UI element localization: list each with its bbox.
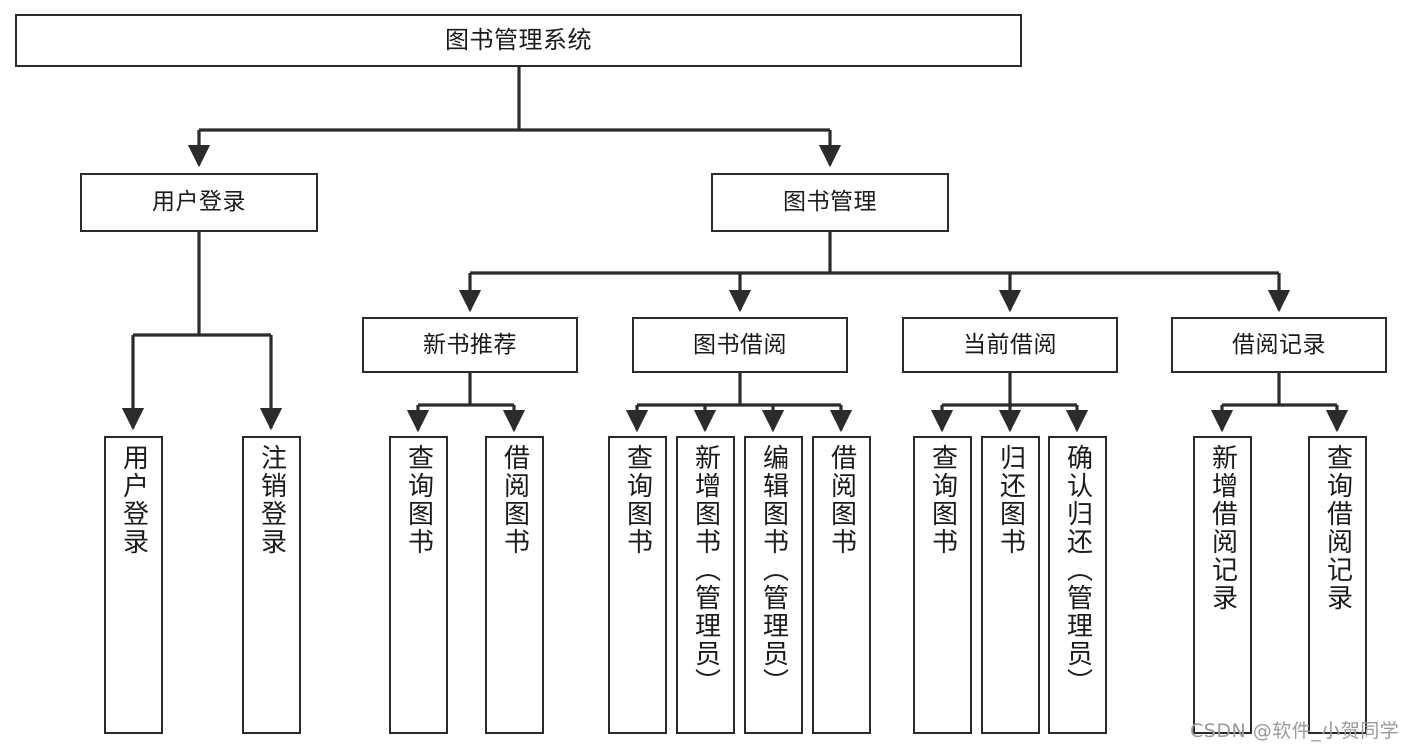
node-root-system[interactable]: 图书管理系统: [15, 14, 1022, 67]
node-book-borrow[interactable]: 图书借阅: [632, 317, 848, 373]
node-label: 确认归还（管理员）: [1062, 444, 1093, 696]
node-label: 图书管理系统: [445, 25, 592, 54]
node-label: 借阅图书: [826, 444, 857, 556]
node-label: 查询图书: [622, 444, 653, 556]
node-leaf-confirm-return[interactable]: 确认归还（管理员）: [1048, 436, 1107, 734]
node-leaf-user-login[interactable]: 用户登录: [104, 436, 163, 734]
node-user-login[interactable]: 用户登录: [80, 173, 318, 232]
node-leaf-query-record[interactable]: 查询借阅记录: [1308, 436, 1367, 734]
node-leaf-edit-book[interactable]: 编辑图书（管理员）: [744, 436, 803, 734]
node-current-borrow[interactable]: 当前借阅: [902, 317, 1118, 373]
node-label: 新书推荐: [423, 331, 517, 358]
node-label: 查询图书: [403, 444, 434, 556]
node-label: 新增借阅记录: [1207, 444, 1238, 612]
node-leaf-add-record[interactable]: 新增借阅记录: [1193, 436, 1252, 734]
node-leaf-return-book[interactable]: 归还图书: [981, 436, 1040, 734]
node-label: 注销登录: [256, 444, 287, 556]
node-leaf-query-book-3[interactable]: 查询图书: [913, 436, 972, 734]
node-leaf-borrow-book-1[interactable]: 借阅图书: [485, 436, 544, 734]
node-leaf-query-book-2[interactable]: 查询图书: [608, 436, 667, 734]
node-label: 图书借阅: [693, 331, 787, 358]
node-leaf-borrow-book-2[interactable]: 借阅图书: [812, 436, 871, 734]
node-label: 用户登录: [152, 189, 246, 216]
node-label: 查询借阅记录: [1322, 444, 1353, 612]
node-label: 用户登录: [118, 444, 149, 556]
node-label: 借阅记录: [1232, 331, 1326, 358]
node-label: 图书管理: [783, 189, 877, 216]
node-new-book-recommend[interactable]: 新书推荐: [362, 317, 578, 373]
node-label: 编辑图书（管理员）: [758, 444, 789, 696]
node-leaf-add-book[interactable]: 新增图书（管理员）: [676, 436, 735, 734]
node-borrow-record[interactable]: 借阅记录: [1171, 317, 1387, 373]
node-label: 归还图书: [995, 444, 1026, 556]
node-label: 借阅图书: [499, 444, 530, 556]
node-leaf-query-book-1[interactable]: 查询图书: [389, 436, 448, 734]
node-leaf-logout-login[interactable]: 注销登录: [242, 436, 301, 734]
csdn-watermark: CSDN @软件_小贺同学: [1190, 720, 1400, 742]
node-label: 查询图书: [927, 444, 958, 556]
node-label: 新增图书（管理员）: [690, 444, 721, 696]
node-book-management[interactable]: 图书管理: [711, 173, 949, 232]
node-label: 当前借阅: [963, 331, 1057, 358]
